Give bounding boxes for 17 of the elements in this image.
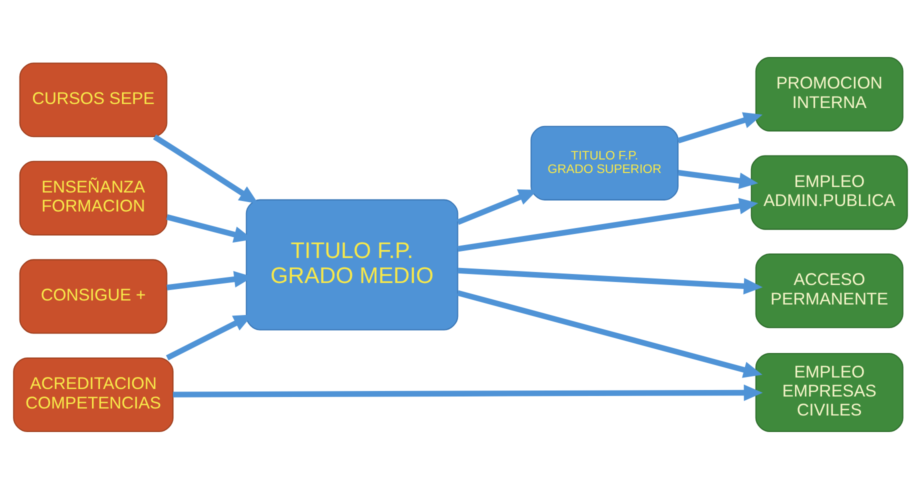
arrow [458,267,763,294]
node-box: EMPLEO EMPRESAS CIVILES [755,352,904,432]
arrow [172,384,763,401]
node-box: TITULO F.P. GRADO SUPERIOR [530,125,679,200]
node-box: CONSIGUE + [19,258,168,334]
arrow [457,197,758,252]
node-box: TITULO F.P. GRADO MEDIO [246,198,458,330]
node-box: EMPLEO ADMIN.PUBLICA [750,154,908,230]
arrow [153,134,258,204]
node-box: PROMOCION INTERNA [755,56,904,132]
node-box: CURSOS SEPE [19,62,168,137]
node-box: ACCESO PERMANENTE [755,253,904,328]
arrow [677,112,762,143]
arrow [456,290,762,378]
node-box: ENSEÑANZA FORMACION [19,160,168,235]
node-box: ACREDITACION COMPETENCIAS [13,356,174,432]
arrow [678,169,758,188]
